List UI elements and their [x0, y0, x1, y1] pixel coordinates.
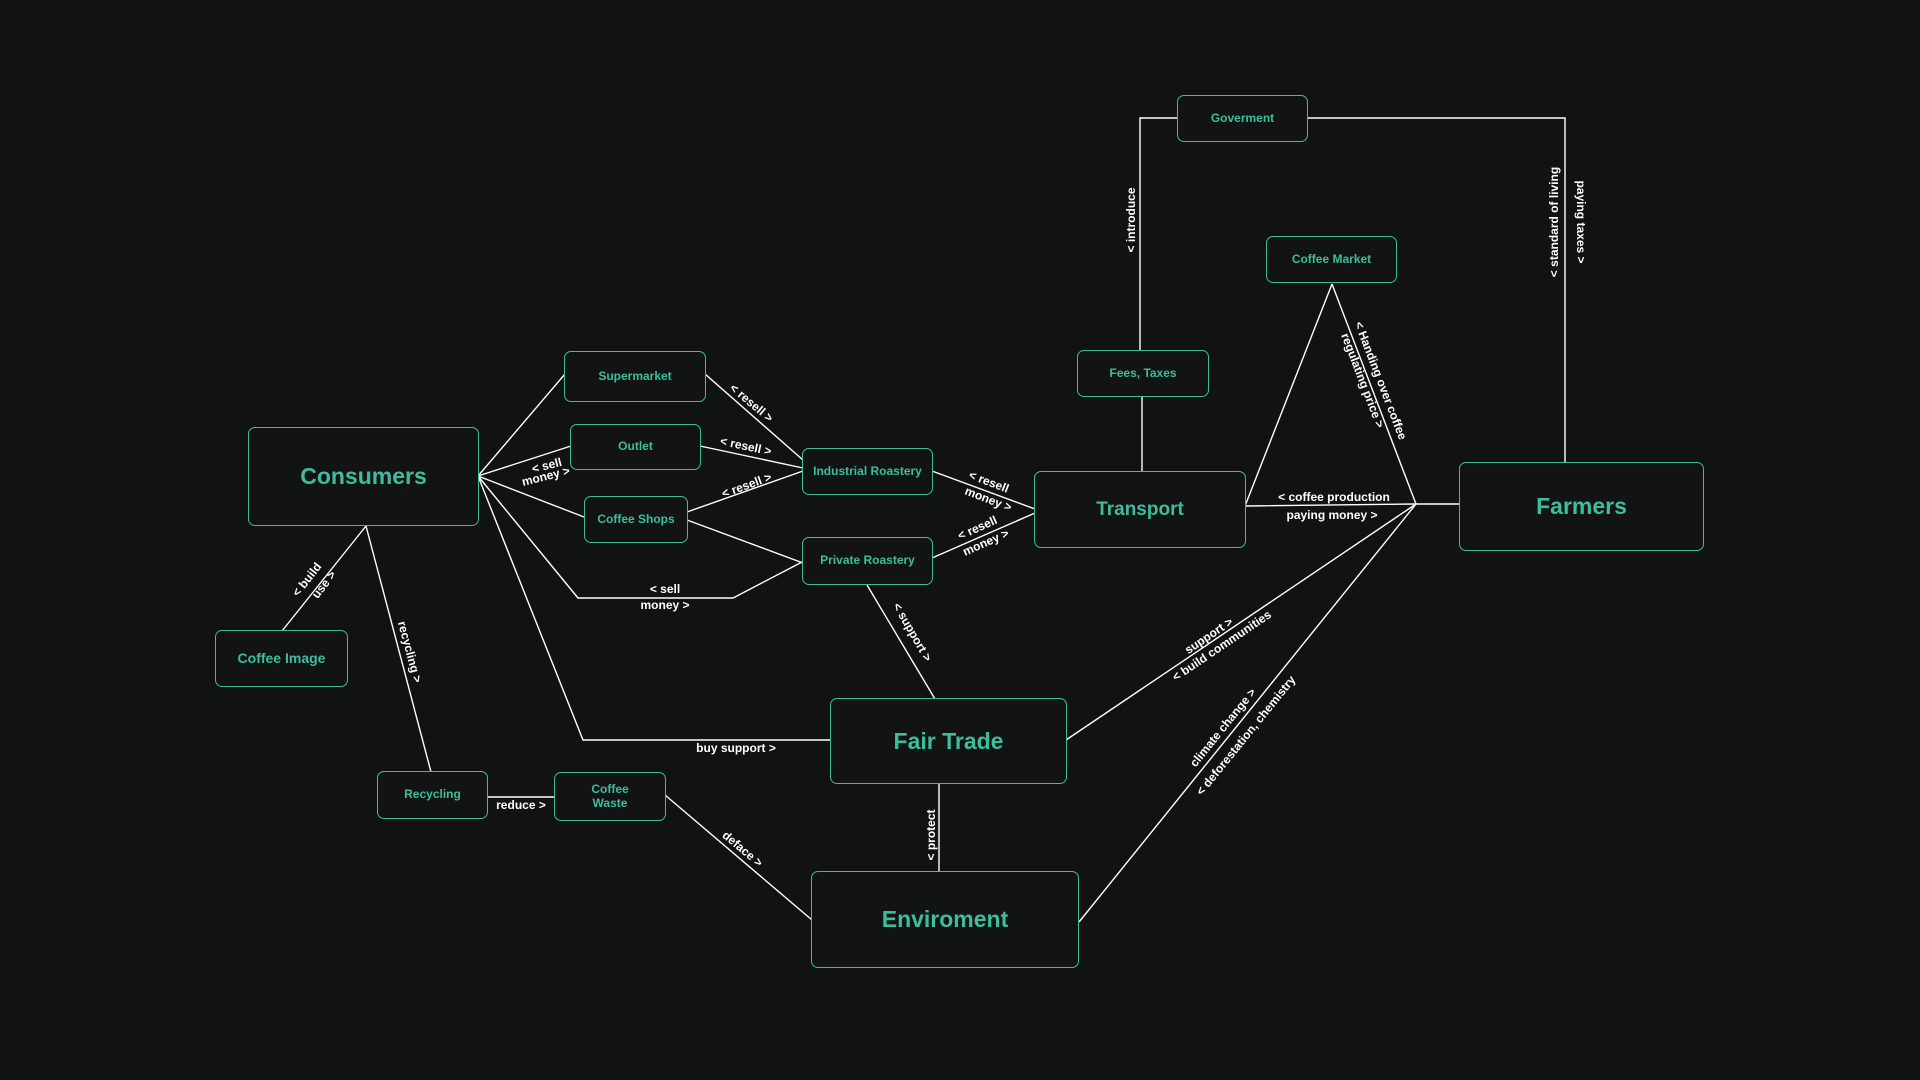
label-support-pr: < support > — [890, 600, 935, 664]
edge-farmers-enviroment — [1078, 503, 1417, 923]
edge-farmers-fair-trade — [1065, 503, 1417, 741]
edge-outlet-industrial-roastery — [699, 445, 804, 469]
node-coffee-market-label: Coffee Market — [1291, 251, 1372, 266]
node-transport-label: Transport — [1096, 498, 1184, 520]
node-farmers[interactable]: Farmers — [1459, 462, 1704, 551]
node-private-roastery[interactable]: Private Roastery — [802, 537, 933, 585]
edge-fees-taxes-goverment — [1139, 117, 1178, 350]
edge-supermarket-industrial-roastery — [704, 373, 804, 461]
node-outlet-label: Outlet — [618, 439, 653, 454]
edge-transport-farmers — [1244, 503, 1460, 507]
node-fair-trade-label: Fair Trade — [893, 727, 1004, 754]
node-coffee-image-label: Coffee Image — [237, 650, 326, 667]
node-fees-taxes[interactable]: Fees, Taxes — [1077, 350, 1209, 397]
node-enviroment[interactable]: Enviroment — [811, 871, 1079, 968]
edge-consumers-fair-trade — [477, 475, 831, 741]
label-protect: < protect — [924, 809, 938, 860]
label-paying-money: paying money > — [1286, 508, 1377, 522]
label-standard-of-living: < standard of living — [1547, 167, 1561, 277]
node-fees-taxes-label: Fees, Taxes — [1109, 365, 1177, 380]
edge-consumers-coffee-shops — [477, 475, 585, 518]
label-introduce: < introduce — [1124, 187, 1138, 252]
node-consumers-label: Consumers — [300, 463, 427, 490]
label-deface: deface > — [720, 828, 766, 870]
node-transport[interactable]: Transport — [1034, 471, 1246, 548]
label-buy-support: buy support > — [696, 741, 776, 755]
node-outlet[interactable]: Outlet — [570, 424, 701, 470]
node-supermarket-label: Supermarket — [598, 368, 672, 383]
edge-consumers-private-roastery — [477, 475, 805, 599]
label-resell-outlet: < resell > — [719, 434, 773, 459]
edge-consumers-outlet — [477, 445, 572, 477]
label-sell-money-bottom: < sell — [650, 582, 680, 596]
edge-private-roastery-fair-trade — [866, 584, 936, 700]
label-resell-coffee-shops: < resell > — [720, 470, 774, 501]
edge-private-roastery-transport — [931, 512, 1036, 559]
label-paying-taxes: paying taxes > — [1574, 180, 1588, 263]
node-coffee-shops-label: Coffee Shops — [597, 511, 675, 526]
node-goverment-label: Goverment — [1210, 110, 1275, 125]
label-coffee-production: < coffee production — [1278, 490, 1390, 504]
node-private-roastery-label: Private Roastery — [820, 553, 915, 568]
node-coffee-waste-label-2: Waste — [592, 795, 628, 810]
node-industrial-roastery-label: Industrial Roastery — [813, 463, 922, 478]
node-recycling-label: Recycling — [404, 787, 461, 802]
node-consumers[interactable]: Consumers — [248, 427, 479, 526]
node-industrial-roastery[interactable]: Industrial Roastery — [802, 448, 933, 495]
node-coffee-waste-label-1: Coffee — [591, 781, 629, 796]
node-recycling[interactable]: Recycling — [377, 771, 488, 819]
label-reduce: reduce > — [496, 798, 546, 812]
node-fair-trade[interactable]: Fair Trade — [830, 698, 1067, 784]
edge-industrial-roastery-transport — [931, 470, 1036, 510]
edges — [281, 117, 1566, 923]
edge-coffee-waste-enviroment — [664, 794, 813, 921]
label-resell-supermarket: < resell > — [727, 381, 776, 425]
node-enviroment-label: Enviroment — [881, 906, 1009, 933]
edge-consumers-coffee-image — [281, 525, 367, 632]
node-coffee-market[interactable]: Coffee Market — [1266, 236, 1397, 283]
node-coffee-waste[interactable]: Coffee Waste — [554, 772, 666, 821]
node-coffee-shops[interactable]: Coffee Shops — [584, 496, 688, 543]
edge-consumers-supermarket — [477, 373, 566, 477]
node-supermarket[interactable]: Supermarket — [564, 351, 706, 402]
edge-coffee-shops-private-roastery — [686, 519, 804, 564]
node-goverment[interactable]: Goverment — [1177, 95, 1308, 142]
label-sell-money-bottom-2: money > — [640, 598, 689, 612]
edge-transport-coffee-market — [1244, 283, 1333, 507]
edge-goverment-farmers — [1307, 117, 1566, 462]
edge-coffee-market-farmers — [1331, 283, 1417, 505]
edge-coffee-shops-industrial-roastery — [686, 470, 804, 513]
edge-consumers-recycling — [365, 525, 432, 773]
node-farmers-label: Farmers — [1536, 493, 1627, 520]
node-coffee-image[interactable]: Coffee Image — [215, 630, 348, 687]
